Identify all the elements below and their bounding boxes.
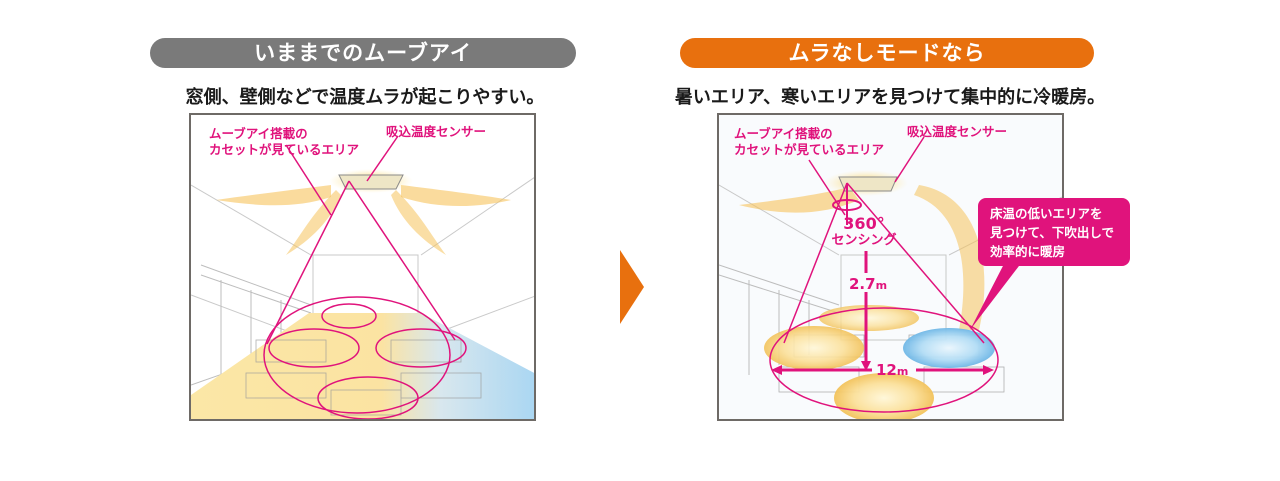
intake-temp-sensor-label: 吸込温度センサー: [907, 124, 1008, 139]
coverage-width-label: 12m: [876, 361, 909, 379]
previous-model-illustration: ムーブアイ搭載の カセットが見ているエリア 吸込温度センサー: [189, 113, 536, 421]
floor-temperature-callout: 床温の低いエリアを 見つけて、下吹出しで 効率的に暖房: [978, 198, 1130, 266]
previous-model-header: いままでのムーブアイ: [150, 38, 576, 68]
ceiling-height-label: 2.7m: [849, 275, 888, 293]
even-mode-illustration: ムーブアイ搭載の カセットが見ているエリア 吸込温度センサー 360° センシン…: [717, 113, 1064, 421]
previous-model-subtitle: 窓側、壁側などで温度ムラが起こりやすい。: [185, 87, 545, 108]
transition-arrow-icon: [620, 250, 644, 324]
even-mode-header: ムラなしモードなら: [680, 38, 1094, 68]
cassette-view-area-label: ムーブアイ搭載の カセットが見ているエリア: [209, 126, 360, 157]
even-mode-subtitle: 暑いエリア、寒いエリアを見つけて集中的に冷暖房。: [674, 87, 1106, 108]
office-room-illustration-left: [191, 135, 534, 419]
intake-temp-sensor-label: 吸込温度センサー: [386, 124, 487, 139]
sensing-360-label: 360° センシング: [831, 214, 897, 249]
cassette-view-area-label: ムーブアイ搭載の カセットが見ているエリア: [734, 126, 885, 157]
